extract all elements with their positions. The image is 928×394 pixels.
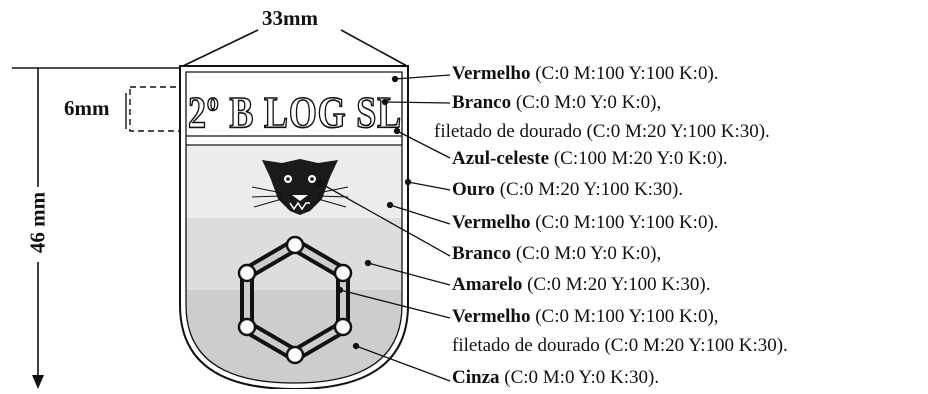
leader-lines: [316, 74, 451, 382]
callout-2-spec: (C:0 M:0 Y:0 K:0),: [515, 92, 662, 113]
callout-2-name: Branco: [452, 92, 512, 113]
callout-5-spec: (C:0 M:100 Y:100 K:0).: [535, 212, 719, 233]
callout-3-name: Azul-celeste: [452, 148, 550, 169]
callout-4-name: Ouro: [452, 179, 495, 200]
callout-9: Cinza (C:0 M:0 Y:0 K:30).: [452, 367, 659, 389]
callout-6-spec: (C:0 M:0 Y:0 K:0),: [515, 243, 662, 264]
shield-inner-outline: [185, 71, 403, 384]
callout-4-spec: (C:0 M:20 Y:100 K:30).: [499, 179, 684, 200]
callout-2: Branco (C:0 M:0 Y:0 K:0),: [452, 92, 661, 114]
height-dimension-label: 46 mm: [25, 191, 50, 254]
hexagonal-chain-emblem: [237, 235, 353, 365]
height-dimension: [12, 67, 184, 389]
callout-8-extra: filetado de dourado (C:0 M:20 Y:100 K:30…: [452, 335, 788, 356]
callout-3: Azul-celeste (C:100 M:20 Y:0 K:0).: [452, 148, 728, 170]
callout-8-spec: (C:0 M:100 Y:100 K:0),: [535, 306, 719, 327]
callout-7-spec: (C:0 M:20 Y:100 K:30).: [527, 274, 711, 295]
callout-8: Vermelho (C:0 M:100 Y:100 K:0),: [452, 306, 719, 328]
callout-4: Ouro (C:0 M:20 Y:100 K:30).: [452, 179, 683, 201]
band-dimension-label: 6mm: [64, 96, 110, 120]
callout-5-name: Vermelho: [452, 212, 531, 233]
callout-1: Vermelho (C:0 M:100 Y:100 K:0).: [452, 63, 719, 85]
callout-9-spec: (C:0 M:0 Y:0 K:30).: [504, 367, 660, 388]
callout-7-name: Amarelo: [452, 274, 523, 295]
callout-1-name: Vermelho: [452, 63, 531, 84]
callout-3-spec: (C:100 M:20 Y:0 K:0).: [553, 148, 728, 169]
callout-2-extra: filetado de dourado (C:0 M:20 Y:100 K:30…: [434, 121, 770, 142]
width-dimension-label: 33mm: [262, 6, 318, 30]
callout-6-name: Branco: [452, 243, 512, 264]
motto-text: 2º B LOG SL: [188, 88, 402, 137]
callout-9-name: Cinza: [452, 367, 500, 388]
callout-1-spec: (C:0 M:100 Y:100 K:0).: [535, 63, 719, 84]
width-dimension: [182, 29, 408, 67]
callout-5: Vermelho (C:0 M:100 Y:100 K:0).: [452, 212, 719, 234]
callout-7: Amarelo (C:0 M:20 Y:100 K:30).: [452, 274, 710, 296]
callout-8-name: Vermelho: [452, 306, 531, 327]
callout-6: Branco (C:0 M:0 Y:0 K:0),: [452, 243, 661, 265]
